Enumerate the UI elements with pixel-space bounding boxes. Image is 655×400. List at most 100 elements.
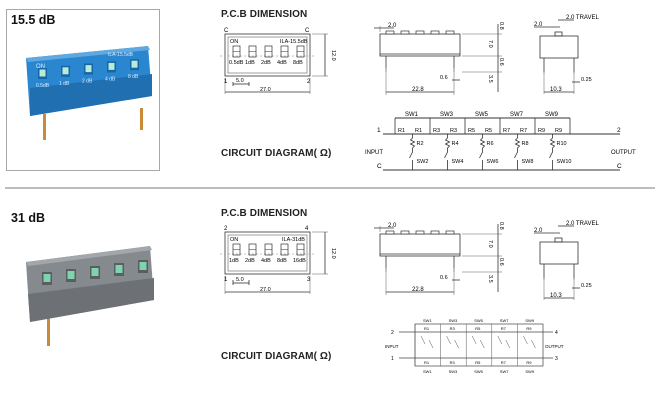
bypass-switch-label: SW5 xyxy=(475,112,489,118)
switch-actuator[interactable] xyxy=(39,69,46,77)
cross-branch xyxy=(497,335,511,349)
shunt-resistor-label: R4 xyxy=(452,141,459,147)
cross-branch xyxy=(420,335,434,349)
series-resistor-label: R5 xyxy=(468,128,475,134)
bottom-switch-label: SW9 xyxy=(525,369,534,374)
dim-end-key: 2.0 xyxy=(534,22,543,28)
top-resistor-label: R9 xyxy=(526,326,532,331)
dim-standoff: 0.6 xyxy=(498,58,504,66)
switch-label: 8 dB xyxy=(128,74,139,80)
dim-travel: 2.0 TRAVEL xyxy=(566,221,599,227)
dim-pin-span: 22.8 xyxy=(412,287,424,293)
top-switch-label: SW7 xyxy=(500,318,509,323)
shunt-branch xyxy=(514,134,521,170)
switch-label: 2 dB xyxy=(82,79,93,85)
shunt-switch-label: SW10 xyxy=(557,159,572,165)
dim-pin-span: 22.8 xyxy=(412,87,424,93)
series-resistor-label: R3 xyxy=(450,128,457,134)
bottom-resistor-label: R3 xyxy=(450,360,456,365)
node-input-top: 2 xyxy=(391,330,394,336)
switch-actuator[interactable] xyxy=(85,65,92,73)
actuator-top xyxy=(430,230,440,235)
bottom-resistor-label: R7 xyxy=(501,360,507,365)
top-switch-label: SW3 xyxy=(449,318,458,323)
output-label: OUTPUT xyxy=(611,150,636,156)
shunt-branch xyxy=(409,134,416,170)
shunt-switch-label: SW6 xyxy=(487,159,499,165)
dim-row-span: 10.3 xyxy=(550,293,562,299)
actuator-top xyxy=(445,230,455,235)
dim-key-width: 2.0 xyxy=(388,23,397,29)
switch-value-label: 2dB xyxy=(261,60,271,66)
series-resistor-label: R7 xyxy=(503,128,510,134)
dim-body-height: 7.0 xyxy=(487,240,493,248)
shunt-branch xyxy=(444,134,451,170)
switch-value-label: 4dB xyxy=(277,60,287,66)
series-resistor-label: R9 xyxy=(555,128,562,134)
bypass-switch-label: SW1 xyxy=(405,112,419,118)
top-resistor-label: R5 xyxy=(475,326,481,331)
series-resistor-label: R1 xyxy=(398,128,405,134)
dim-pin-length: 3.5 xyxy=(487,75,493,83)
shunt-resistor-label: R6 xyxy=(487,141,494,147)
bottom-switch-label: SW5 xyxy=(474,369,483,374)
node-output-top: 2 xyxy=(617,127,621,134)
switch-label: 4 dB xyxy=(105,76,116,82)
actuator-top xyxy=(385,230,395,235)
pin xyxy=(43,114,46,140)
actuator-top xyxy=(415,230,425,235)
dim-pitch: 5.0 xyxy=(236,78,244,84)
actuator-top xyxy=(400,230,410,235)
series-resistor-label: R9 xyxy=(538,128,545,134)
dim-pin-width: 0.6 xyxy=(440,275,448,281)
node-output-top: 4 xyxy=(555,330,558,336)
bypass-switch-label: SW9 xyxy=(545,112,559,118)
top-resistor-label: R1 xyxy=(424,326,430,331)
top-resistor-label: R7 xyxy=(501,326,507,331)
part-label: ILA-15.5dB xyxy=(108,52,134,58)
section-divider xyxy=(5,187,655,189)
actuator-top xyxy=(400,30,410,35)
series-resistor-label: R3 xyxy=(433,128,440,134)
switch-value-label: 8dB xyxy=(277,258,287,264)
shunt-switch-label: SW4 xyxy=(452,159,464,165)
dim-body-height: 7.0 xyxy=(487,40,493,48)
product-photo-31db xyxy=(26,246,154,346)
switch-label: 0.5dB xyxy=(36,83,50,89)
node-input-bottom: C xyxy=(377,163,382,170)
switch-actuator[interactable] xyxy=(62,67,69,75)
switch-actuator[interactable] xyxy=(67,271,75,279)
bypass-switch-label: SW3 xyxy=(440,112,454,118)
node-input-top: 1 xyxy=(377,127,381,134)
top-switch-label: SW1 xyxy=(423,318,432,323)
part-label: ILA-31dB xyxy=(282,237,305,243)
dim-key-height: 0.8 xyxy=(498,222,504,230)
switch-actuator[interactable] xyxy=(108,62,115,70)
switch-actuator[interactable] xyxy=(139,262,147,270)
model-title: 31 dB xyxy=(11,211,46,225)
pin-label-top-right: C xyxy=(305,28,310,34)
pin-label-top-left: 2 xyxy=(224,226,228,232)
shunt-resistor-label: R8 xyxy=(522,141,529,147)
series-resistor-label: R1 xyxy=(415,128,422,134)
dim-travel: 2.0 TRAVEL xyxy=(566,15,599,21)
pin-label-top-left: C xyxy=(224,28,229,34)
pin-label-bottom-right: 2 xyxy=(307,79,311,85)
switch-actuator[interactable] xyxy=(131,60,138,68)
node-output-bottom: 3 xyxy=(555,356,558,362)
top-switch-label: SW9 xyxy=(525,318,534,323)
dim-end-key: 2.0 xyxy=(534,228,543,234)
switch-actuator[interactable] xyxy=(91,268,99,276)
top-resistor-label: R3 xyxy=(450,326,456,331)
dim-length: 27.0 xyxy=(260,87,271,93)
end-view-drawing-31db: 2.0 2.0 TRAVEL 0.25 10.3 xyxy=(534,221,599,300)
bottom-resistor-label: R1 xyxy=(424,360,430,365)
shunt-resistor-label: R2 xyxy=(417,141,424,147)
cross-branch xyxy=(471,335,485,349)
switch-actuator[interactable] xyxy=(43,274,51,282)
dim-key-width: 2.0 xyxy=(388,223,397,229)
dim-standoff: 0.6 xyxy=(498,258,504,266)
part-label: ILA-15.5dB xyxy=(280,39,308,45)
switch-actuator[interactable] xyxy=(115,265,123,273)
